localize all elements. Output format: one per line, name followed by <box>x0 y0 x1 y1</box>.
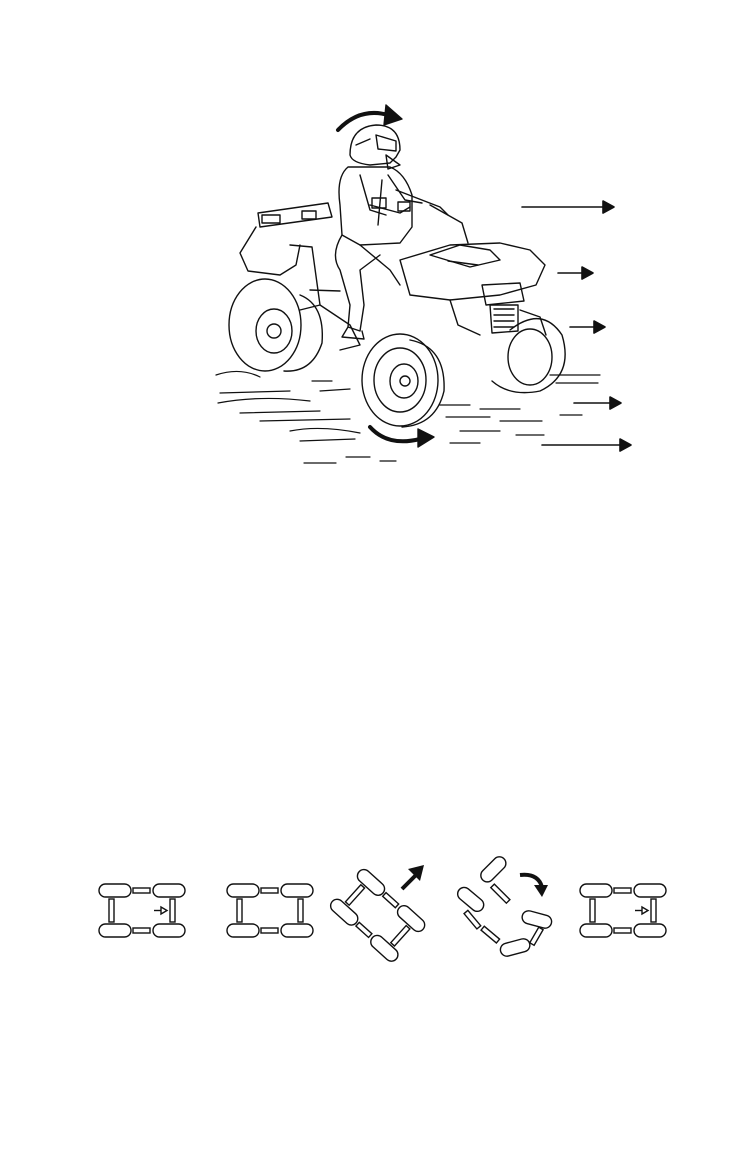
helmet-icon <box>350 125 400 169</box>
turn-curved-arrow-icon <box>520 875 548 897</box>
forward-diagonal-arrow-icon <box>402 865 424 889</box>
atv-topview-neutral-icon <box>224 880 319 942</box>
wheel-rotation-arrow-icon <box>370 427 434 447</box>
far-front-wheel-icon <box>492 319 565 393</box>
rider-body-icon <box>339 167 468 245</box>
atv-topview-lean-forward-arrow-icon <box>320 855 440 970</box>
motion-arrows-icon <box>522 201 631 451</box>
front-wheel-icon <box>362 334 444 427</box>
rear-wheel-icon <box>229 279 322 371</box>
atv-topview-neutral-with-arrow-icon <box>96 880 191 942</box>
rider-legs-icon <box>335 235 400 339</box>
atv-rider-illustration <box>200 95 650 475</box>
atv-topview-turning-arrow-icon <box>450 855 570 970</box>
top-view-diagram-row <box>80 855 690 975</box>
atv-topview-neutral-with-arrow-icon <box>577 880 672 942</box>
